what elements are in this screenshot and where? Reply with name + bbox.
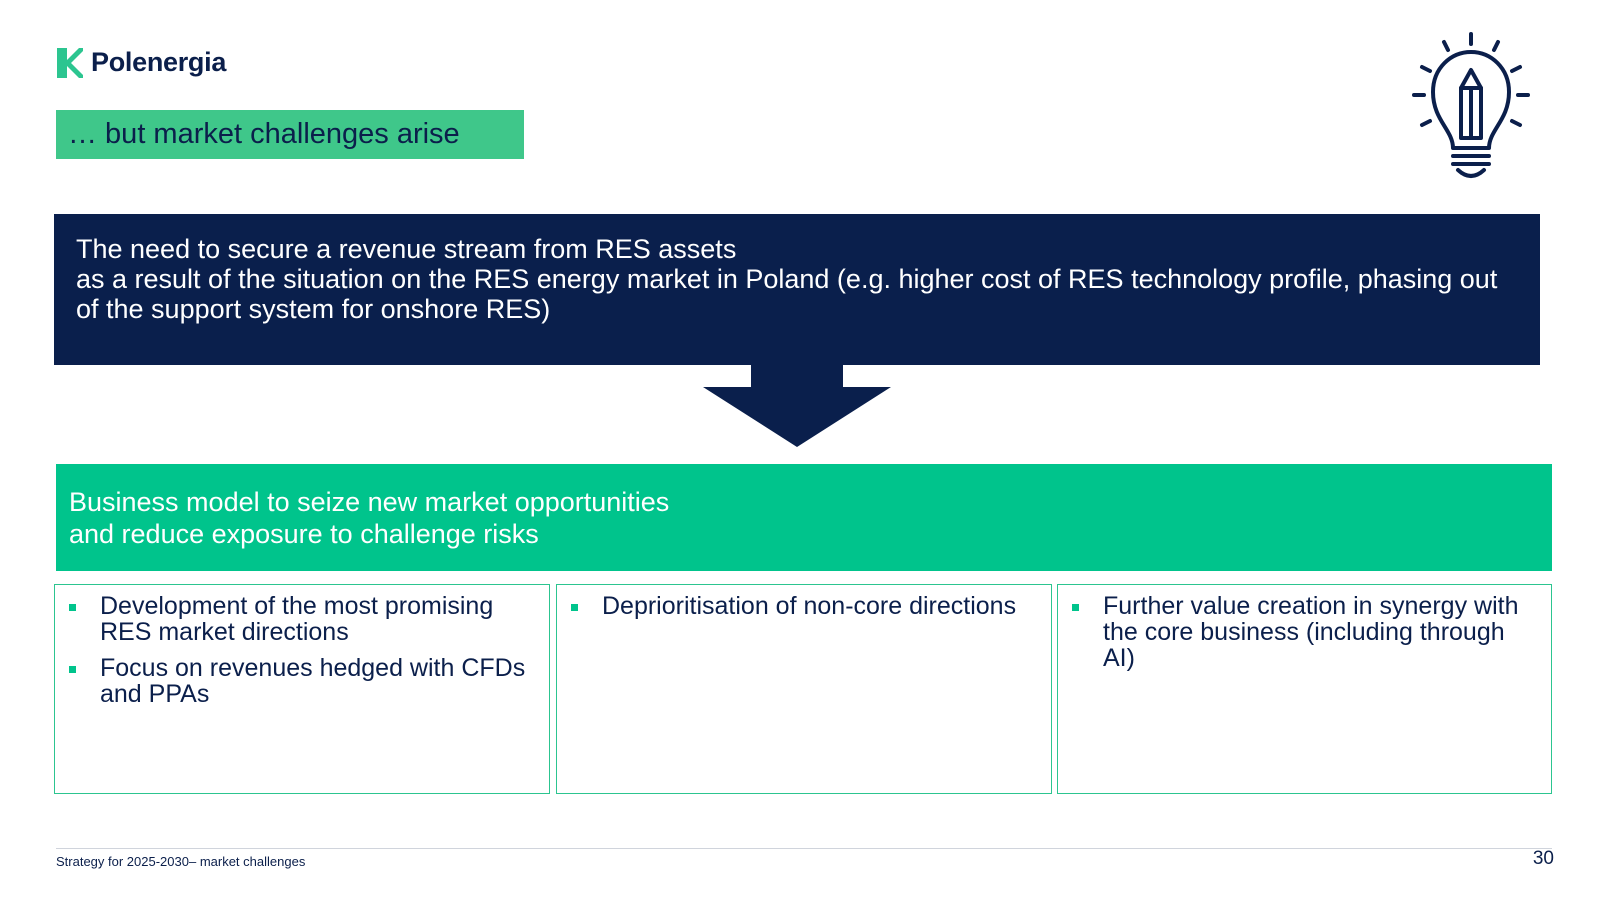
- bullet-icon: [571, 604, 578, 611]
- slide-subtitle: … but market challenges arise: [56, 110, 524, 159]
- problem-box: The need to secure a revenue stream from…: [54, 214, 1540, 365]
- column-3: Further value creation in synergy with t…: [1057, 584, 1552, 794]
- footer-text: Strategy for 2025-2030– market challenge…: [56, 854, 306, 869]
- list-item: Further value creation in synergy with t…: [1070, 593, 1539, 671]
- column-2: Deprioritisation of non-core directions: [556, 584, 1052, 794]
- bullet-text: Focus on revenues hedged with CFDs and P…: [100, 654, 526, 708]
- model-line-1: Business model to seize new market oppor…: [69, 487, 670, 517]
- bullet-icon: [69, 666, 76, 673]
- lightbulb-pencil-icon: [1412, 32, 1530, 178]
- list-item: Deprioritisation of non-core directions: [569, 593, 1039, 619]
- page-number: 30: [1532, 848, 1554, 869]
- down-arrow-icon: [703, 365, 891, 447]
- list-item: Development of the most promising RES ma…: [67, 593, 537, 645]
- bullet-text: Further value creation in synergy with t…: [1103, 592, 1519, 672]
- bullet-text: Deprioritisation of non-core directions: [602, 592, 1017, 620]
- footer-divider: [56, 848, 1552, 849]
- problem-body: as a result of the situation on the RES …: [76, 264, 1498, 324]
- bullet-icon: [69, 604, 76, 611]
- list-item: Focus on revenues hedged with CFDs and P…: [67, 655, 537, 707]
- polenergia-logo: Polenergia: [57, 47, 226, 78]
- polenergia-logo-icon: [57, 47, 83, 78]
- column-1: Development of the most promising RES ma…: [54, 584, 550, 794]
- logo-text: Polenergia: [91, 47, 227, 77]
- bullet-icon: [1072, 604, 1079, 611]
- model-line-2: and reduce exposure to challenge risks: [69, 519, 539, 549]
- problem-title: The need to secure a revenue stream from…: [76, 234, 737, 264]
- business-model-box: Business model to seize new market oppor…: [56, 464, 1552, 571]
- bullet-text: Development of the most promising RES ma…: [100, 592, 494, 646]
